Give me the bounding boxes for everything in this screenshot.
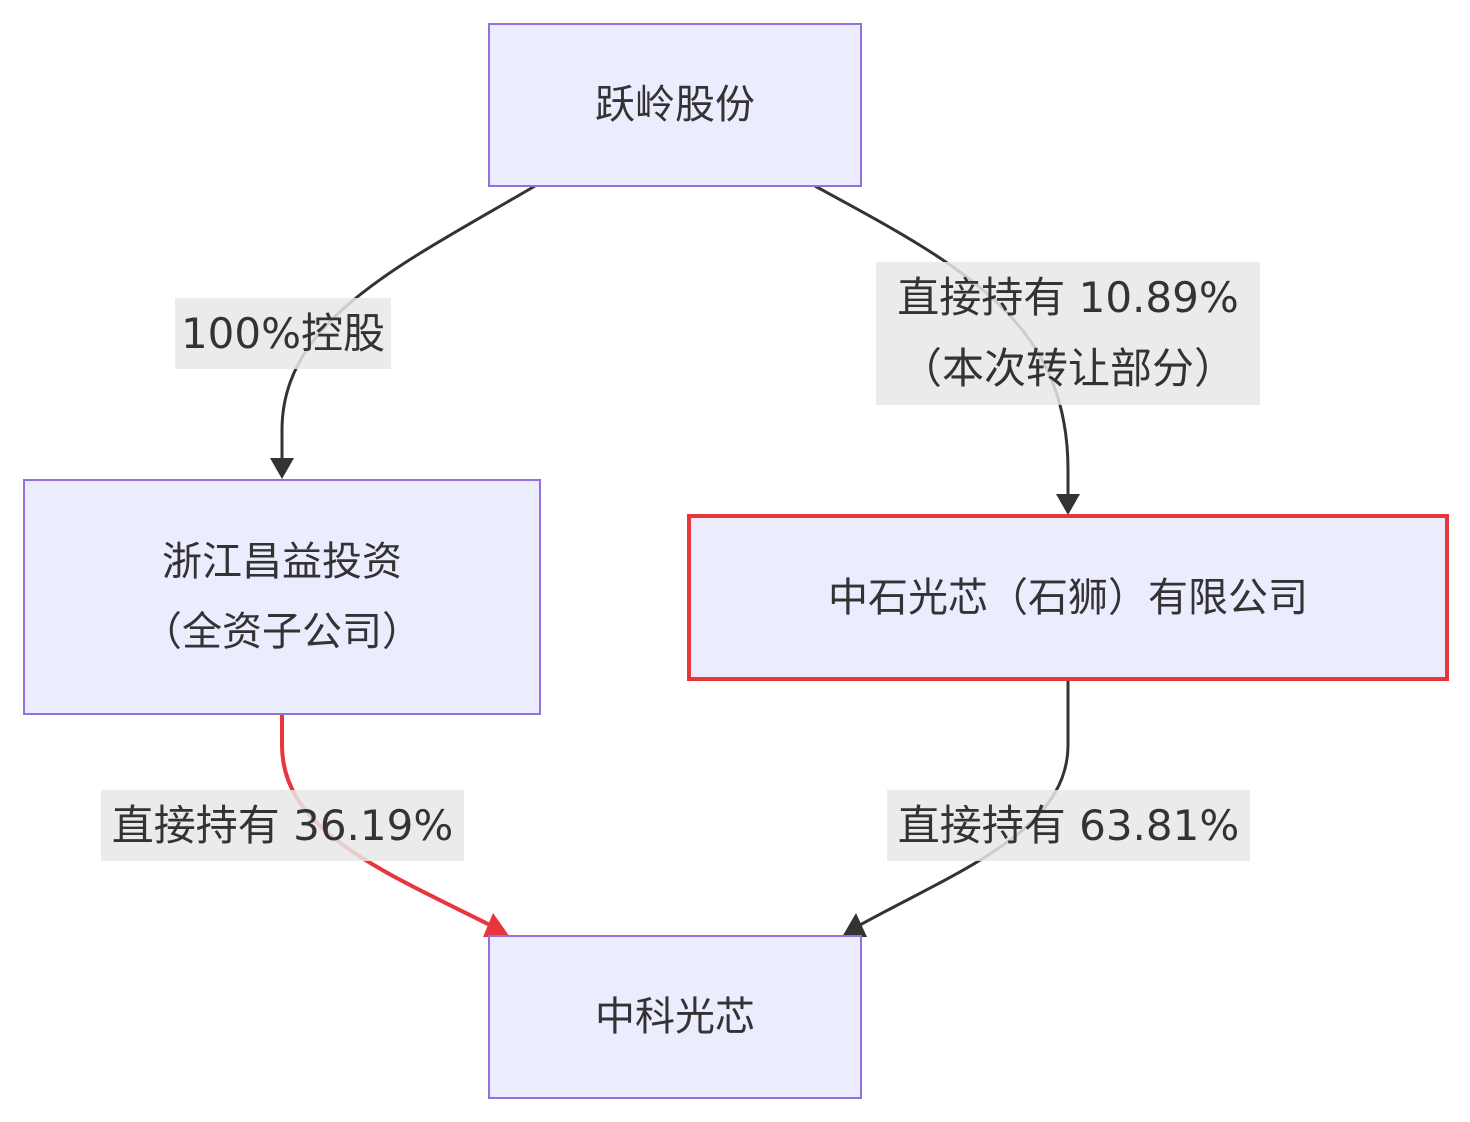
edge-label-top-left: 100%控股 xyxy=(175,298,391,369)
edge-label-left-bottom: 直接持有 36.19% xyxy=(101,790,464,861)
node-label: 浙江昌益投资 xyxy=(162,539,402,585)
node-label: 跃岭股份 xyxy=(595,82,755,128)
edge-label-text: 直接持有 10.89% xyxy=(897,273,1239,322)
node-zhongke-guangxin[interactable]: 中科光芯 xyxy=(488,935,862,1099)
node-zhongshi-guangxin[interactable]: 中石光芯（石狮）有限公司 xyxy=(687,514,1449,681)
node-zhejiang-changyi[interactable]: 浙江昌益投资 （全资子公司） xyxy=(23,479,541,715)
arrowhead xyxy=(270,458,294,479)
node-label: 中石光芯（石狮）有限公司 xyxy=(828,574,1308,621)
arrowhead xyxy=(483,913,510,937)
edge-label-text: （本次转让部分） xyxy=(899,344,1236,393)
node-label: （全资子公司） xyxy=(142,609,422,655)
edge-label-top-right: 直接持有 10.89% （本次转让部分） xyxy=(876,262,1260,405)
edge-label-text: 直接持有 63.81% xyxy=(897,801,1240,850)
node-label: 中科光芯 xyxy=(595,994,755,1040)
edge-label-text: 直接持有 36.19% xyxy=(111,801,454,850)
edge-label-text: 100%控股 xyxy=(180,309,386,358)
node-yueling[interactable]: 跃岭股份 xyxy=(488,23,862,187)
arrowhead xyxy=(1056,494,1080,515)
edge-label-right-bottom: 直接持有 63.81% xyxy=(887,790,1250,861)
arrowhead xyxy=(842,913,867,937)
